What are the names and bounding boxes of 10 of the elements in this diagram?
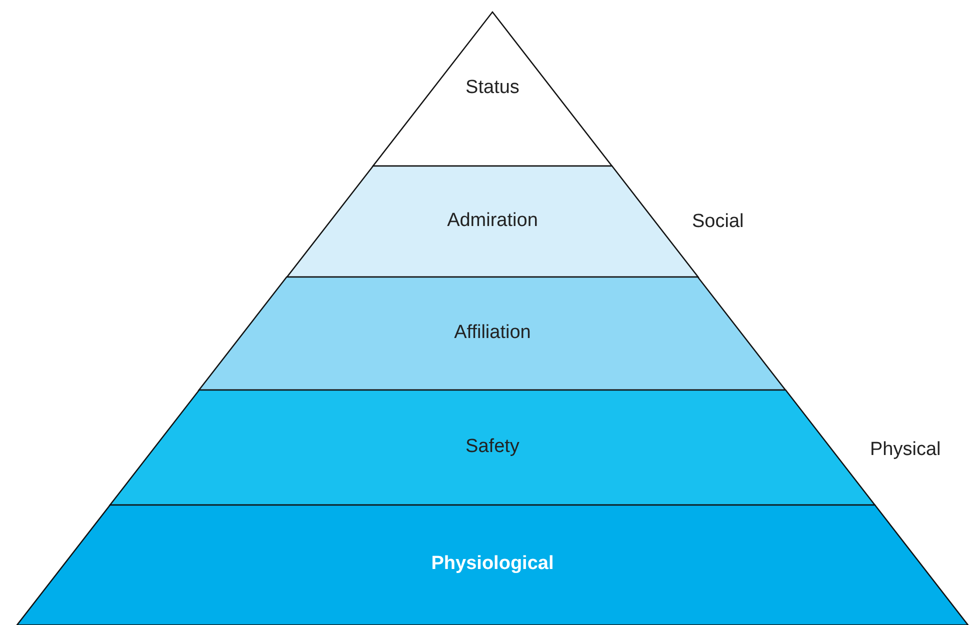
- pyramid-tier: [373, 12, 612, 166]
- group-label: Social: [692, 211, 744, 233]
- group-label: Physical: [870, 439, 941, 461]
- tier-label: Admiration: [447, 210, 538, 232]
- pyramid-tier: [17, 505, 968, 625]
- tier-label: Safety: [466, 436, 520, 458]
- tier-label: Status: [466, 77, 520, 99]
- pyramid-tier: [199, 277, 786, 390]
- tier-label: Affiliation: [454, 322, 531, 344]
- tier-label: Physiological: [431, 553, 554, 575]
